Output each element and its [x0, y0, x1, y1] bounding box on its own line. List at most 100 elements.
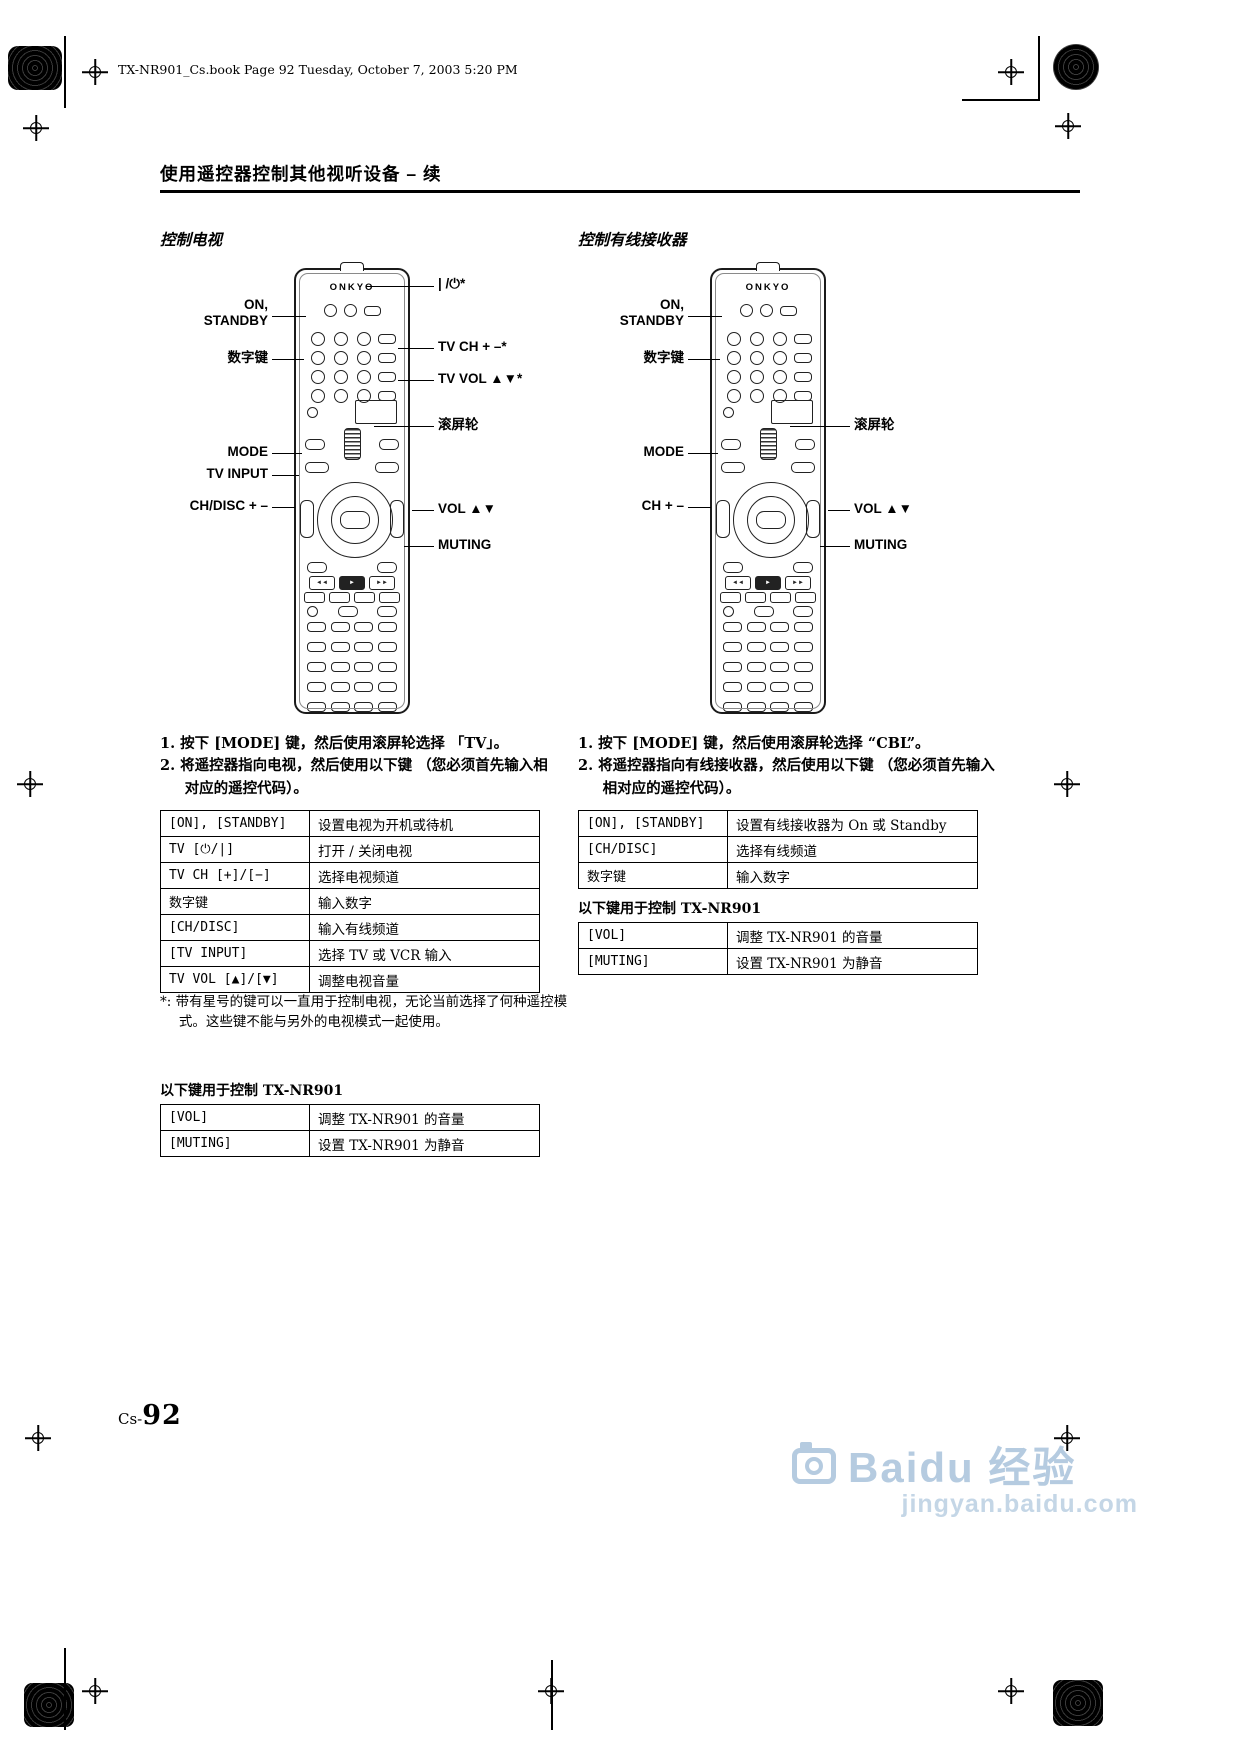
- scroll-wheel: [759, 428, 777, 460]
- remote-emitter: [340, 262, 364, 271]
- key-shape: [354, 622, 374, 632]
- callout-mode: MODE: [227, 444, 269, 459]
- function-key-grid: [721, 622, 815, 712]
- key-shape: [354, 642, 374, 652]
- callout-ch-disc: CH/DISC + –: [189, 498, 268, 513]
- key-shape: [307, 622, 327, 632]
- custom-display-row: [307, 400, 397, 424]
- on-button-shape: [323, 304, 337, 317]
- section-title-cable: 控制有线接收器: [578, 232, 687, 249]
- key-shape: [330, 622, 350, 632]
- remote-illustration-right: ONKYO: [710, 262, 826, 714]
- function-key-grid: [305, 622, 399, 712]
- record-row: [723, 606, 813, 617]
- key-shape: [330, 662, 350, 672]
- key-shape: [329, 592, 350, 603]
- page-number-prefix: Cs-: [118, 1410, 143, 1428]
- crop-line: [962, 99, 1040, 101]
- callout-tv-ch: TV CH + –*: [438, 339, 507, 354]
- key-shape: [770, 682, 790, 692]
- key-function-table-cable: [ON], [STANDBY]设置有线接收器为 On 或 Standby [CH…: [578, 810, 978, 889]
- key-cell: [CH/DISC]: [160, 914, 310, 941]
- registration-mark: [543, 1683, 559, 1699]
- callout-vol: VOL ▲▼: [438, 501, 496, 516]
- key-shape: [363, 305, 381, 316]
- key-shape: [793, 606, 813, 617]
- page-title: 使用遥控器控制其他视听设备 – 续: [160, 164, 442, 184]
- watermark-url: jingyan.baidu.com: [901, 1490, 1138, 1518]
- key-shape: [304, 592, 325, 603]
- remote-display-window: [771, 400, 813, 424]
- key-shape: [793, 682, 813, 692]
- desc-cell: 输入数字: [309, 888, 540, 915]
- mode-button-shape: [305, 462, 329, 473]
- print-spiral-mark: [1053, 44, 1099, 90]
- key-shape: [770, 642, 790, 652]
- table-row: TV [⏻/|]打开 / 关闭电视: [160, 836, 540, 863]
- key-shape: [779, 305, 797, 316]
- table-row: [ON], [STANDBY]设置电视为开机或待机: [160, 810, 540, 837]
- print-spiral-mark: [8, 46, 62, 90]
- table-row: [CH/DISC]选择有线频道: [578, 836, 978, 863]
- scroll-wheel: [343, 428, 361, 460]
- remote-emitter: [756, 262, 780, 271]
- input-button-shape: [375, 462, 399, 473]
- key-shape: [720, 592, 741, 603]
- table-row: 数字键输入数字: [578, 862, 978, 889]
- on-button-shape: [739, 304, 753, 317]
- key-shape: [356, 389, 371, 403]
- key-shape: [379, 438, 399, 450]
- key-shape: [377, 606, 397, 617]
- key-shape: [307, 682, 327, 692]
- key-shape: [793, 642, 813, 652]
- callout-on-standby: ON, STANDBY: [203, 297, 268, 328]
- muting-button-shape: [377, 562, 397, 573]
- key-shape: [753, 606, 774, 617]
- scroll-wheel-row: [305, 428, 399, 460]
- enter-button-shape: [340, 511, 370, 529]
- callout-tv-input: TV INPUT: [206, 466, 268, 481]
- key-cell: TV VOL [▲]/[▼]: [160, 966, 310, 993]
- key-shape: [770, 592, 791, 603]
- desc-cell: 调整 TX-NR901 的音量: [309, 1104, 540, 1131]
- key-shape: [330, 642, 350, 652]
- record-button-shape: [723, 606, 734, 617]
- key-cell: 数字键: [160, 888, 310, 915]
- scroll-wheel-row: [721, 428, 815, 460]
- custom-button-shape: [723, 406, 734, 418]
- callout-line: [398, 348, 434, 349]
- desc-cell: 设置 TX-NR901 为静音: [309, 1130, 540, 1157]
- crop-line: [1038, 36, 1040, 100]
- key-shape: [723, 702, 743, 712]
- key-shape: [772, 351, 787, 365]
- desc-cell: 设置 TX-NR901 为静音: [727, 948, 978, 975]
- instruction-steps-left: 1. 按下 [MODE] 键，然后使用滚屏轮选择 「TV」。 2. 将遥控器指向…: [160, 733, 560, 800]
- key-cell: [TV INPUT]: [160, 940, 310, 967]
- callout-on-standby: ON, STANDBY: [619, 297, 684, 328]
- callout-tv-vol: TV VOL ▲▼*: [438, 371, 523, 386]
- asterisk-footnote: *: 带有星号的键可以一直用于控制电视，无论当前选择了何种遥控模式。这些键不能与…: [160, 994, 568, 1031]
- standby-button-shape: [759, 304, 773, 317]
- mode-button-shape: [721, 462, 745, 473]
- mode-input-row: [721, 462, 815, 473]
- step-2: 2. 将遥控器指向电视，然后使用以下键 （您必须首先输入相对应的遥控代码）。: [160, 757, 548, 797]
- registration-mark: [1060, 118, 1076, 134]
- key-shape: [723, 662, 743, 672]
- key-shape: [354, 702, 374, 712]
- desc-cell: 打开 / 关闭电视: [309, 836, 540, 863]
- key-cell: [ON], [STANDBY]: [578, 810, 728, 837]
- callout-line: [398, 380, 434, 381]
- desc-cell: 输入数字: [727, 862, 978, 889]
- channel-rocker-shape: [716, 500, 730, 538]
- callout-line: [828, 510, 850, 511]
- key-shape: [333, 332, 348, 346]
- volume-rocker-shape: [806, 500, 820, 538]
- key-shape: [377, 662, 397, 672]
- key-shape: [379, 592, 400, 603]
- key-shape: [793, 353, 812, 363]
- subheading-txnr901: 以下键用于控制 TX-NR901: [160, 1083, 344, 1099]
- key-shape: [746, 702, 766, 712]
- key-shape: [723, 642, 743, 652]
- callout-line: [688, 359, 720, 360]
